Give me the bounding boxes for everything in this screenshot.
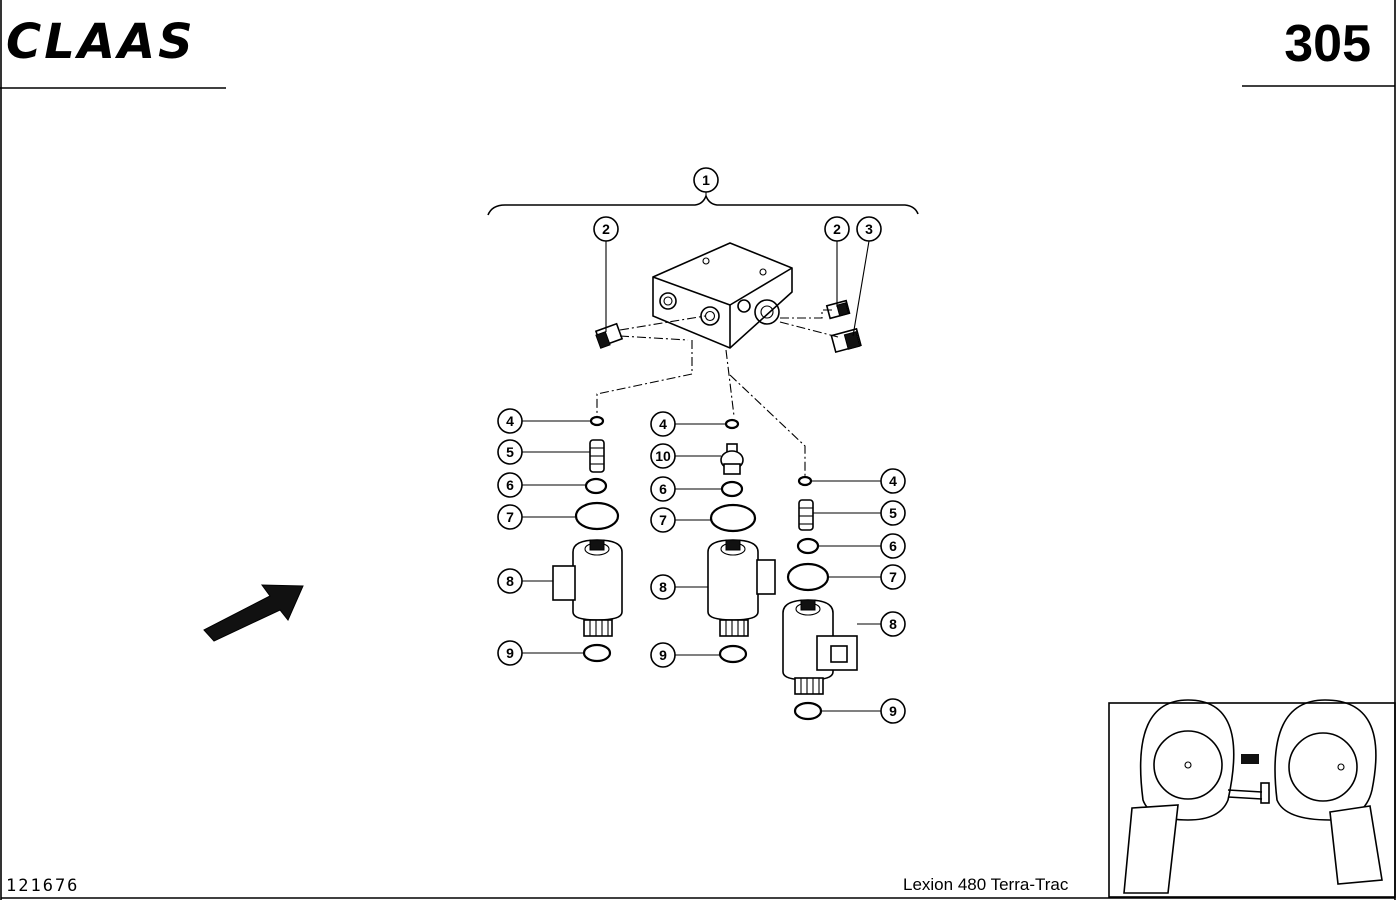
assembly-lines — [596, 309, 839, 476]
callout-7c-label: 7 — [889, 569, 897, 585]
callout-2b: 2 — [824, 216, 850, 242]
fitting-right-lower — [830, 327, 862, 354]
callout-1-label: 1 — [702, 172, 710, 188]
callout-7b: 7 — [650, 507, 676, 533]
location-inset-icon — [1108, 699, 1396, 898]
callout-7a-label: 7 — [506, 509, 514, 525]
callout-7c: 7 — [880, 564, 906, 590]
callout-5a-label: 5 — [506, 444, 514, 460]
callout-4b: 4 — [650, 411, 676, 437]
fitting-left — [594, 322, 624, 349]
callout-3-label: 3 — [865, 221, 873, 237]
callout-10-label: 10 — [655, 448, 671, 464]
column-left-parts — [552, 415, 623, 663]
callout-8a: 8 — [497, 568, 523, 594]
callout-4c-label: 4 — [889, 473, 897, 489]
callout-9b: 9 — [650, 642, 676, 668]
direction-arrow-icon — [203, 584, 304, 642]
callout-7a: 7 — [497, 504, 523, 530]
callout-9c-label: 9 — [889, 703, 897, 719]
callout-9c: 9 — [880, 698, 906, 724]
column-middle-parts — [707, 418, 776, 664]
callout-3: 3 — [856, 216, 882, 242]
callout-9a-label: 9 — [506, 645, 514, 661]
assembly-brace — [487, 193, 919, 216]
callout-8c: 8 — [880, 611, 906, 637]
callout-5a: 5 — [497, 439, 523, 465]
callout-4a: 4 — [497, 408, 523, 434]
callout-5b-label: 5 — [889, 505, 897, 521]
callout-9a: 9 — [497, 640, 523, 666]
valve-block — [652, 242, 793, 349]
callout-4a-label: 4 — [506, 413, 514, 429]
callout-2a-label: 2 — [602, 221, 610, 237]
callout-8b-label: 8 — [659, 579, 667, 595]
claas-logo: CLAAS — [6, 14, 196, 70]
callout-4b-label: 4 — [659, 416, 667, 432]
fitting-right-upper — [825, 299, 851, 320]
callout-5b: 5 — [880, 500, 906, 526]
callout-6c: 6 — [880, 533, 906, 559]
callout-6a: 6 — [497, 472, 523, 498]
callout-8a-label: 8 — [506, 573, 514, 589]
callout-8b: 8 — [650, 574, 676, 600]
document-number: 121676 — [6, 876, 80, 896]
column-right-parts — [782, 475, 858, 721]
leader-lines — [522, 192, 881, 712]
callout-1: 1 — [693, 167, 719, 193]
callout-6b-label: 6 — [659, 481, 667, 497]
page-number: 305 — [1284, 15, 1371, 73]
callout-9b-label: 9 — [659, 647, 667, 663]
callout-6c-label: 6 — [889, 538, 897, 554]
callout-7b-label: 7 — [659, 512, 667, 528]
callout-4c: 4 — [880, 468, 906, 494]
callout-6a-label: 6 — [506, 477, 514, 493]
machine-model: Lexion 480 Terra-Trac — [903, 875, 1069, 894]
callout-6b: 6 — [650, 476, 676, 502]
callout-2b-label: 2 — [833, 221, 841, 237]
callout-10: 10 — [650, 443, 676, 469]
callout-8c-label: 8 — [889, 616, 897, 632]
callout-2a: 2 — [593, 216, 619, 242]
callouts: 1 2 2 3 4 5 6 7 8 9 4 10 6 7 8 9 4 5 6 7… — [497, 167, 906, 724]
